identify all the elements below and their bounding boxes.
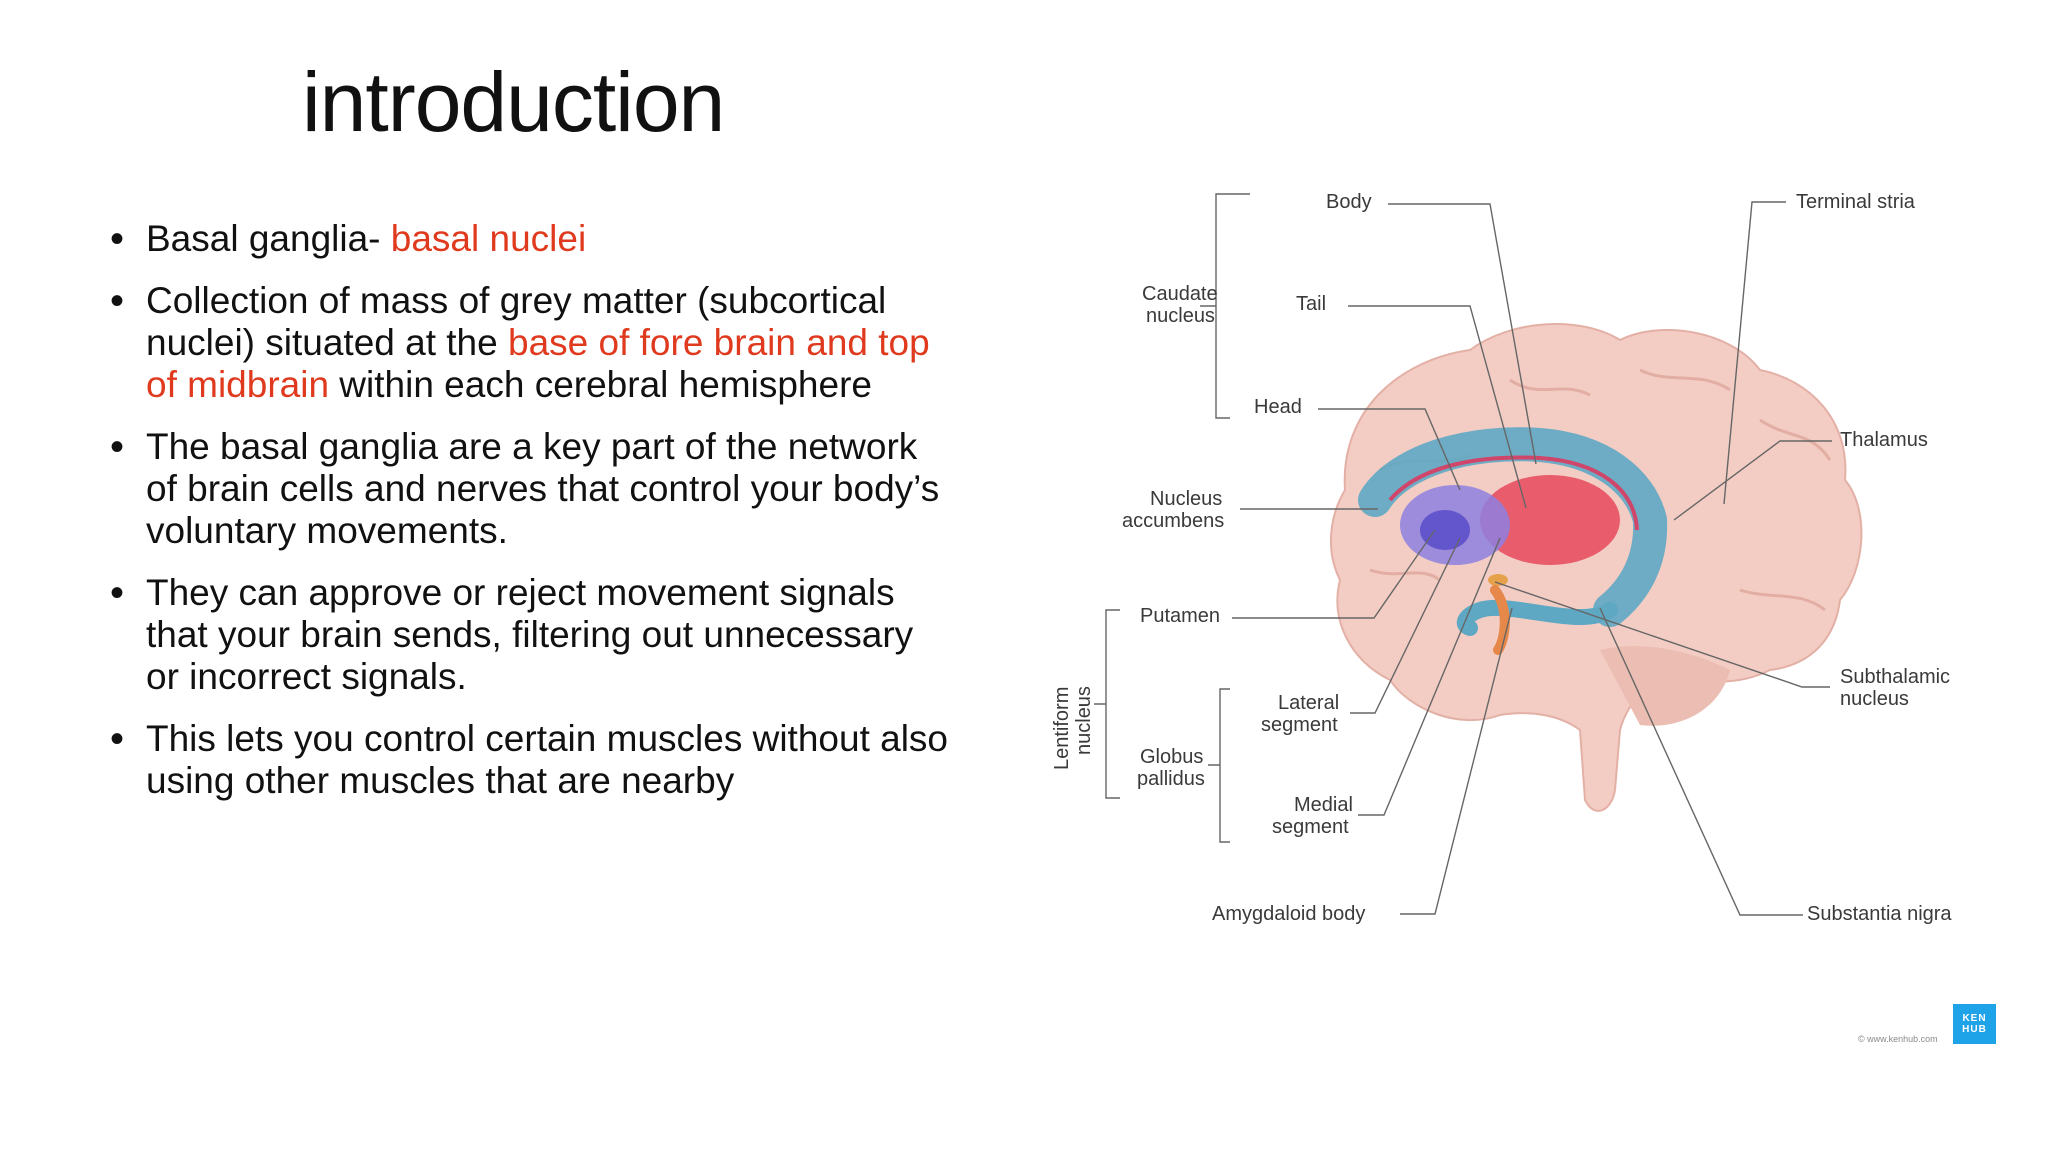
bullet-text: Basal ganglia- xyxy=(146,218,391,259)
label-substantia: Substantia nigra xyxy=(1807,903,1952,925)
label-globus-1: Globus xyxy=(1140,746,1203,768)
label-lentiform-1: Lentiform xyxy=(1051,687,1073,770)
bullet-item: • Collection of mass of grey matter (subc… xyxy=(110,280,950,406)
bullet-text: They can approve or reject movement sign… xyxy=(146,572,914,697)
label-nucleus-acc-1: Nucleus xyxy=(1150,488,1222,510)
label-putamen: Putamen xyxy=(1140,605,1220,627)
bullet-text: The basal ganglia are a key part of the … xyxy=(146,426,940,551)
label-lateral-1: Lateral xyxy=(1278,692,1339,714)
bullet-item: • This lets you control certain muscles … xyxy=(110,718,950,802)
label-lateral-2: segment xyxy=(1261,714,1338,736)
bullet-item: • Basal ganglia- basal nuclei xyxy=(110,218,950,260)
bullet-item: • They can approve or reject movement sig… xyxy=(110,572,950,698)
label-amygdaloid: Amygdaloid body xyxy=(1212,903,1365,925)
diagram-labels: Body Tail Head Caudate nucleus Terminal … xyxy=(1051,191,1952,925)
slide-title: introduction xyxy=(302,55,725,149)
highlight-text: basal nuclei xyxy=(390,218,587,259)
bullet-dot: • xyxy=(110,425,125,469)
bullet-dot: • xyxy=(110,571,125,615)
label-body: Body xyxy=(1326,191,1372,213)
bullet-text: This lets you control certain muscles wi… xyxy=(146,718,949,801)
label-medial-2: segment xyxy=(1272,816,1349,838)
label-thalamus: Thalamus xyxy=(1840,429,1928,451)
label-terminal-stria: Terminal stria xyxy=(1796,191,1916,213)
bullet-text: Collection of mass of grey matter (subco… xyxy=(146,280,887,363)
bullet-dot: • xyxy=(110,717,125,761)
bullet-dot: • xyxy=(110,279,125,323)
label-subthalamic-1: Subthalamic xyxy=(1840,666,1950,688)
label-globus-2: pallidus xyxy=(1137,768,1205,790)
leader-lines xyxy=(1094,193,1832,916)
label-caudate-1: Caudate xyxy=(1142,283,1218,305)
bullet-dot: • xyxy=(110,217,125,261)
kenhub-logo: KEN HUB xyxy=(1953,1004,1996,1044)
bullet-list: • Basal ganglia- basal nuclei • Collection … xyxy=(110,218,950,822)
kenhub-url: © www.kenhub.com xyxy=(1858,1034,1938,1044)
bullet-text: within each cerebral hemisphere xyxy=(329,364,872,405)
label-lentiform-2: nucleus xyxy=(1073,686,1095,755)
label-subthalamic-2: nucleus xyxy=(1840,688,1909,710)
label-caudate-2: nucleus xyxy=(1146,305,1215,327)
highlight-text: base of fore brain and top of midbrain xyxy=(146,322,930,405)
bullet-item: • The basal ganglia are a key part of the… xyxy=(110,426,950,552)
label-head: Head xyxy=(1254,396,1302,418)
brain-illustration xyxy=(1329,323,1863,812)
label-nucleus-acc-2: accumbens xyxy=(1122,510,1224,532)
basal-ganglia-diagram: Body Tail Head Caudate nucleus Terminal … xyxy=(1051,191,1952,925)
label-medial-1: Medial xyxy=(1294,794,1353,816)
label-tail: Tail xyxy=(1296,293,1326,315)
